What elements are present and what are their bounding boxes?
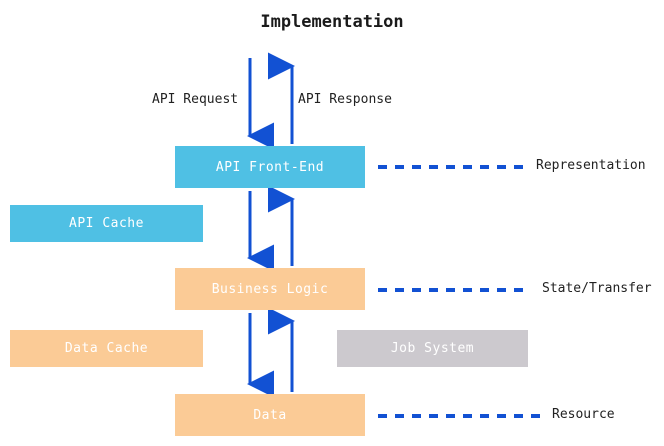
box-data[interactable]: Data	[175, 394, 365, 436]
side-label-resource: Resource	[552, 407, 615, 422]
box-label-api-cache: API Cache	[69, 216, 144, 231]
flow-label-api-response: API Response	[298, 92, 392, 107]
box-label-data-cache: Data Cache	[64, 341, 149, 356]
side-label-representation: Representation	[536, 158, 646, 173]
flow-label-api-request: API Request	[152, 92, 239, 107]
box-data-cache[interactable]: Data Cache	[10, 330, 203, 367]
box-api-cache[interactable]: API Cache	[10, 205, 203, 242]
box-label-data: Data	[253, 407, 287, 423]
box-label-api-front-end: API Front-End	[215, 159, 325, 175]
side-label-state-transfer: State/Transfer	[542, 281, 652, 296]
page-title: Implementation	[260, 12, 404, 32]
box-label-job-system: Job System	[390, 341, 475, 356]
box-business-logic[interactable]: Business Logic	[175, 268, 365, 310]
box-api-front-end[interactable]: API Front-End	[175, 146, 365, 188]
box-job-system[interactable]: Job System	[337, 330, 528, 367]
box-label-business-logic: Business Logic	[211, 281, 329, 297]
